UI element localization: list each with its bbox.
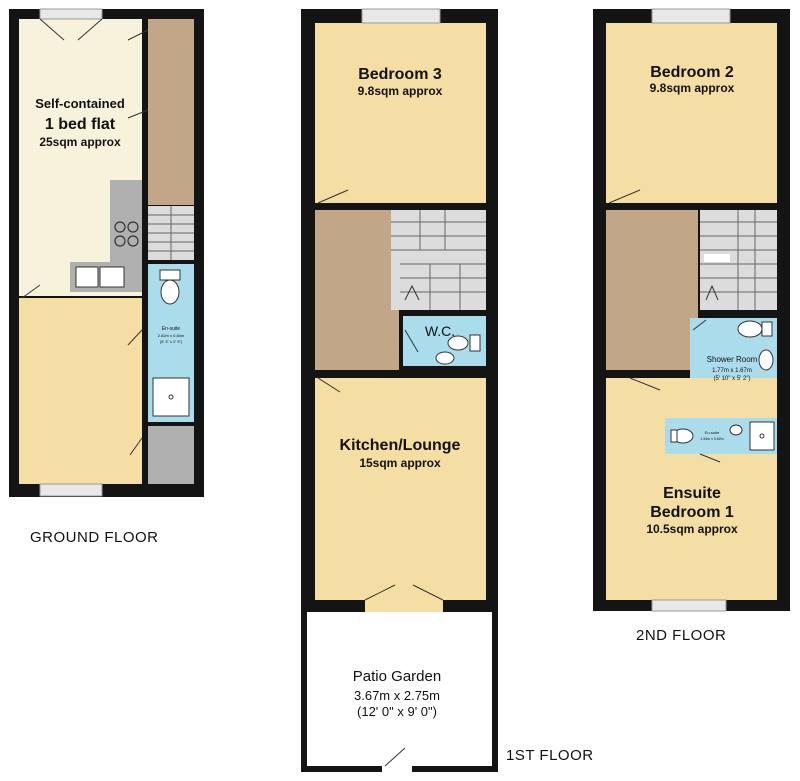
ground-ensuite-label-1: En-suite xyxy=(162,326,181,332)
toilet-icon xyxy=(159,269,181,305)
ground-hallway xyxy=(148,19,194,205)
ground-ensuite-label-2: 2.82m x 0.84m xyxy=(158,333,185,338)
sink-icon xyxy=(75,266,125,288)
first-doors xyxy=(317,189,444,601)
flat-label-line2: 1 bed flat xyxy=(45,116,116,133)
second-floor-plan: Bedroom 2 9.8sqm approx Shower Room 1.77… xyxy=(593,8,790,612)
ground-bedroom-room xyxy=(19,298,142,484)
shower-room-imperial: (5' 10" x 5' 2") xyxy=(714,376,751,382)
bedroom1-area: 10.5sqm approx xyxy=(646,522,738,536)
ground-floor-plan: Self-contained 1 bed flat 25sqm approx E… xyxy=(9,8,204,497)
kitchen-lounge-room xyxy=(315,378,486,600)
second-stair-treads xyxy=(700,210,777,310)
shower-tray-icon xyxy=(152,377,190,417)
bedroom2-area: 9.8sqm approx xyxy=(650,81,735,95)
second-ensuite-label-2: 1.54m x 0.62m xyxy=(700,437,723,441)
patio-gate-swing xyxy=(384,747,406,767)
patio-garden xyxy=(307,612,492,766)
ground-floor-caption: GROUND FLOOR xyxy=(30,529,159,546)
first-floor-plan: Bedroom 3 9.8sqm approx W.C. Kitchen/Lou… xyxy=(301,8,498,772)
first-stairs xyxy=(391,210,486,310)
flat-label-line1: Self-contained xyxy=(35,96,125,111)
first-floor-caption: 1ST FLOOR xyxy=(506,747,594,764)
kitchen-lounge-name: Kitchen/Lounge xyxy=(340,437,461,454)
bedroom3-name: Bedroom 3 xyxy=(358,66,442,83)
second-window-top xyxy=(651,8,731,24)
patio-dimensions: 3.67m x 2.75m xyxy=(354,688,440,703)
bedroom1-line2: Bedroom 1 xyxy=(650,504,734,521)
flat-area: 25sqm approx xyxy=(39,135,121,149)
first-stair-treads xyxy=(391,210,486,310)
hob-icon xyxy=(114,221,139,247)
second-ensuite-fixtures-overlay xyxy=(670,421,775,451)
first-landing xyxy=(315,210,399,370)
bedroom2-room xyxy=(606,23,777,203)
second-doors xyxy=(608,189,721,463)
patio-gate xyxy=(382,764,412,772)
patio-door-opening xyxy=(365,600,443,612)
second-stairs-landing-mark xyxy=(704,254,730,262)
ground-window-bottom xyxy=(39,483,103,497)
bedroom2-name: Bedroom 2 xyxy=(650,64,734,81)
patio-imperial: (12' 0" x 9' 0") xyxy=(357,704,437,719)
patio-name: Patio Garden xyxy=(353,668,441,685)
second-ensuite-label-1: En-suite xyxy=(705,430,720,435)
kitchen-lounge-area: 15sqm approx xyxy=(359,456,441,470)
bedroom1-line1: Ensuite xyxy=(663,485,721,502)
wc-label: W.C. xyxy=(425,323,455,339)
wc-toilet-icon xyxy=(435,334,481,365)
bedroom1-room xyxy=(606,378,777,600)
ground-stair-treads xyxy=(148,206,194,260)
shower-room-name: Shower Room xyxy=(707,355,758,364)
ground-doors xyxy=(21,18,149,456)
second-floor-caption: 2ND FLOOR xyxy=(636,627,726,644)
second-landing xyxy=(606,210,698,370)
ground-cupboard xyxy=(148,426,194,484)
shower-room-dims: 1.77m x 1.67m xyxy=(712,368,752,374)
bedroom3-area: 9.8sqm approx xyxy=(358,84,443,98)
ground-ensuite-label-3: (9' 3" x 2' 9") xyxy=(160,339,183,344)
bedroom3-room xyxy=(315,23,486,203)
second-window-bottom xyxy=(651,599,727,612)
first-window-top xyxy=(361,8,441,24)
ground-window-top xyxy=(39,8,103,20)
